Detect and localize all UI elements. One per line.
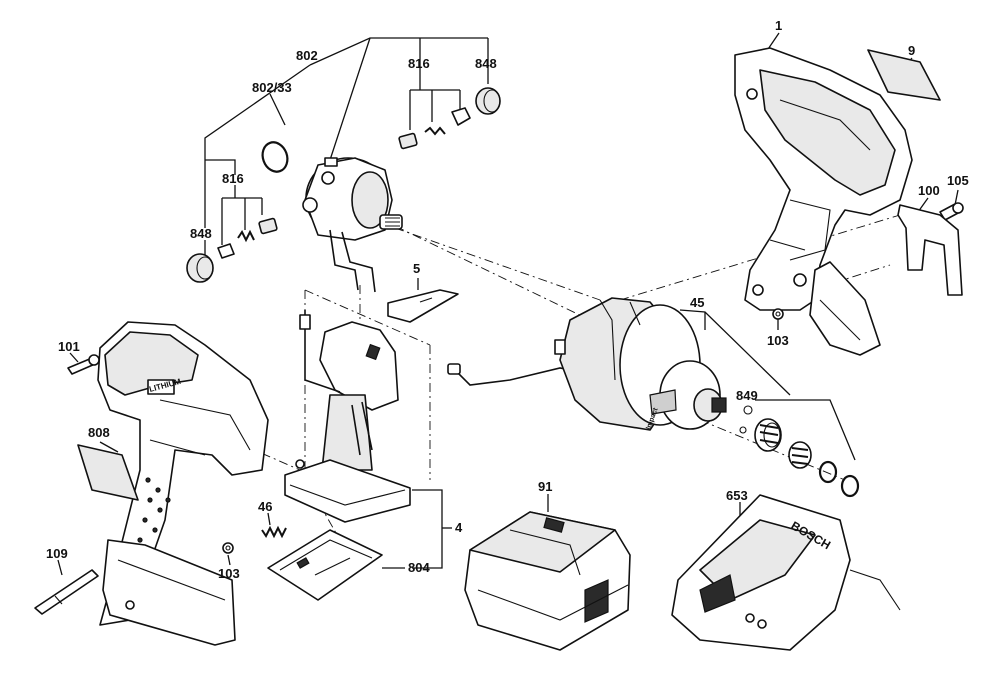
- housing-half-part-1: [734, 47, 913, 356]
- screw-part-101: [67, 354, 100, 375]
- label-103-right: 103: [767, 333, 789, 348]
- screw-part-103-right: [772, 308, 784, 320]
- label-103-left: 103: [218, 566, 240, 581]
- label-816-left: 816: [222, 171, 244, 186]
- o-ring-part-802-33: [261, 141, 289, 173]
- brush-set-part-816-top: [398, 107, 471, 150]
- electronics-plate: [267, 529, 383, 601]
- label-848-left: 848: [190, 226, 212, 241]
- label-45: 45: [690, 295, 704, 310]
- label-9: 9: [908, 43, 915, 58]
- label-46: 46: [258, 499, 272, 514]
- spring-part-46: [261, 525, 287, 539]
- label-804: 804: [408, 560, 430, 575]
- part-labels: 1 9 105 100 103 45 849 802 802/33 816 84…: [46, 18, 969, 581]
- bearing-part-848-top: [475, 87, 501, 115]
- bearing-part-848-left: [186, 253, 214, 283]
- belt-clip-part-100: [897, 204, 963, 296]
- label-653: 653: [726, 488, 748, 503]
- label-1: 1: [775, 18, 782, 33]
- label-816-top: 816: [408, 56, 430, 71]
- bit-part-109: [34, 569, 99, 615]
- charger-part-653: BOSCH: [671, 494, 901, 651]
- screw-part-103-left: [222, 542, 234, 554]
- gear-housing-part-45: [554, 297, 727, 431]
- main-housing: LITHIUM: [97, 321, 269, 646]
- label-91: 91: [538, 479, 552, 494]
- label-4: 4: [455, 520, 463, 535]
- label-848-top: 848: [475, 56, 497, 71]
- leader-lines: [57, 32, 959, 576]
- label-101: 101: [58, 339, 80, 354]
- label-109: 109: [46, 546, 68, 561]
- label-808: 808: [88, 425, 110, 440]
- label-part-808: [77, 444, 139, 501]
- label-100: 100: [918, 183, 940, 198]
- label-802-33: 802/33: [252, 80, 292, 95]
- label-105: 105: [947, 173, 969, 188]
- anvil-parts-part-849: [739, 405, 860, 498]
- motor-part-802: [302, 157, 403, 293]
- label-849: 849: [736, 388, 758, 403]
- brush-set-part-816-left: [217, 217, 278, 259]
- label-802: 802: [296, 48, 318, 63]
- switch-module: [284, 310, 411, 523]
- switch-lever-part-5: [387, 289, 459, 323]
- connector-wire: [447, 363, 581, 386]
- battery-part-91: [464, 511, 631, 651]
- nameplate-part-9: [867, 49, 941, 101]
- label-5: 5: [413, 261, 420, 276]
